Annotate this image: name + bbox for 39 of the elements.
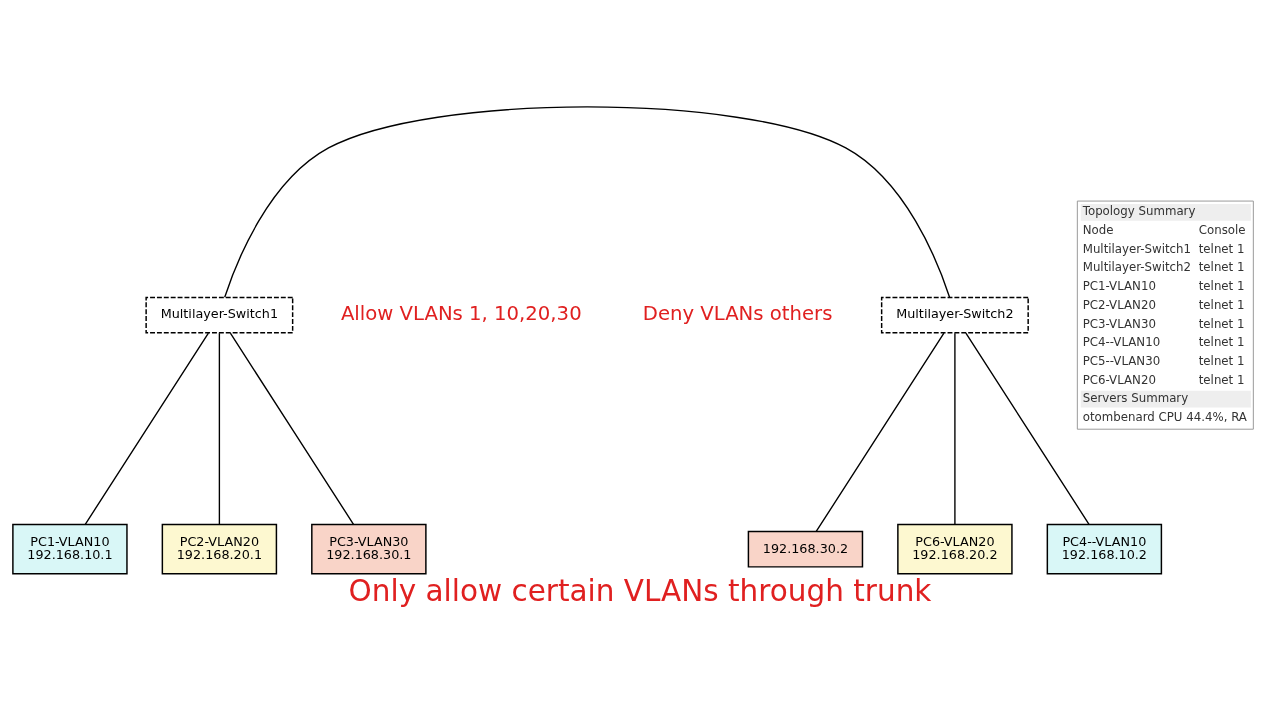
label: telnet 1 (1198, 316, 1245, 331)
connector (84, 332, 210, 525)
label: PC5--VLAN30 (1082, 353, 1161, 368)
label: PC3-VLAN30 (1082, 316, 1156, 331)
node-box: Multilayer-Switch2 (880, 296, 1029, 334)
node-box: PC3-VLAN30 192.168.30.1 (311, 523, 427, 574)
label: Servers Summary (1082, 390, 1189, 405)
label: telnet 1 (1198, 353, 1245, 368)
connector (965, 332, 1090, 525)
connector (224, 105, 951, 298)
label: Topology Summary (1082, 203, 1196, 218)
label: Allow VLANs 1, 10,20,30 (340, 301, 582, 325)
label: Console (1198, 222, 1246, 237)
label: PC1-VLAN10 (1082, 278, 1156, 293)
label: Multilayer-Switch2 (1082, 259, 1192, 274)
connector (218, 332, 221, 525)
label: telnet 1 (1198, 297, 1245, 312)
label: otombenard CPU 44.4%, RA (1082, 409, 1247, 424)
label: Multilayer-Switch1 (1082, 241, 1192, 256)
node-box: PC1-VLAN10 192.168.10.1 (12, 523, 128, 574)
label: telnet 1 (1198, 334, 1245, 349)
label: telnet 1 (1198, 241, 1245, 256)
node-box: Multilayer-Switch1 (145, 296, 294, 334)
label: PC4--VLAN10 (1082, 334, 1161, 349)
label: PC6-VLAN20 (1082, 372, 1156, 387)
caption: Only allow certain VLANs through trunk (348, 573, 932, 608)
label: telnet 1 (1198, 259, 1245, 274)
node-box: PC6-VLAN20 192.168.20.2 (897, 523, 1013, 574)
label: Deny VLANs others (642, 301, 833, 325)
node-box: PC2-VLAN20 192.168.20.1 (161, 523, 278, 574)
label: telnet 1 (1198, 278, 1245, 293)
connector (229, 332, 355, 525)
node-box: 192.168.30.2 (747, 530, 864, 568)
label: telnet 1 (1198, 372, 1245, 387)
node-box: PC4--VLAN10 192.168.10.2 (1046, 523, 1163, 574)
connector (815, 332, 945, 532)
label: PC2-VLAN20 (1082, 297, 1156, 312)
label: Node (1082, 222, 1114, 237)
connector (954, 332, 956, 525)
